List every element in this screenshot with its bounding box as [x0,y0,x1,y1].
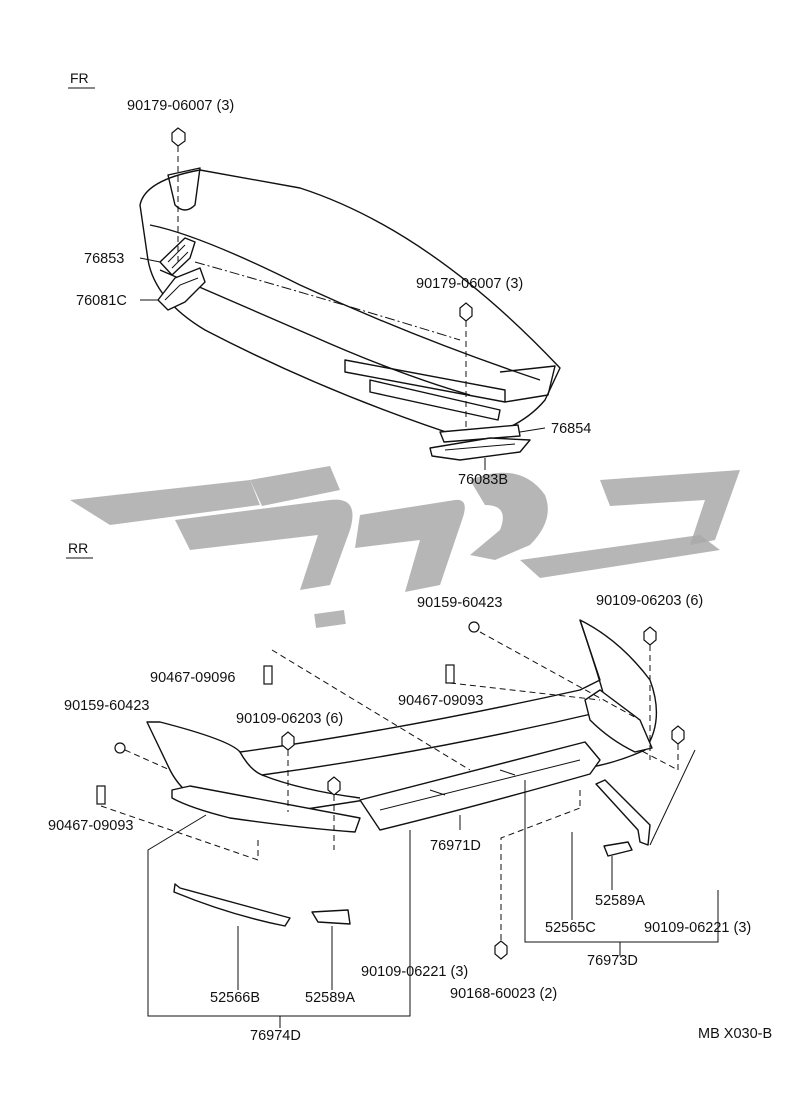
section-fr-label: FR [70,70,89,86]
label-rear-r3: 90467-09096 [150,670,235,686]
label-rear-r11: 90109-06221 (3) [644,920,751,936]
label-rear-r14: 90168-60023 (2) [450,986,557,1002]
rear-bracket-52589a-left [311,909,351,925]
rear-hardware [96,621,685,960]
front-bolt-mid [459,302,473,430]
label-front-bolt-mid: 90179-06007 (3) [416,276,523,292]
label-rear-r4: 90467-09093 [398,693,483,709]
rear-leaders [147,749,719,1028]
label-rear-r8: 76971D [430,838,481,854]
rear-bracket-52589a-right [603,841,633,857]
label-rear-r7: 90467-09093 [48,818,133,834]
leader-76854 [519,427,546,433]
front-retainer-76083b [429,437,531,461]
label-rear-r1: 90159-60423 [417,595,502,611]
rear-reinforcement-76971d [359,741,601,831]
rear-side-trim-76973d [584,689,653,753]
label-rear-r9: 52589A [595,893,645,909]
rear-bracket-52566b [173,883,291,927]
watermark-logo [70,466,740,629]
front-retainer-76081c [157,267,206,311]
rear-assembly-lines [100,631,679,940]
label-rear-r12: 76973D [587,953,638,969]
label-rear-r5: 90159-60423 [64,698,149,714]
label-rear-r15: 52566B [210,990,260,1006]
label-76081c: 76081C [76,293,127,309]
label-rear-r10: 52565C [545,920,596,936]
label-front-bolt-top: 90179-06007 (3) [127,98,234,114]
front-center-line [194,261,461,341]
front-bumper-cover [139,167,561,441]
rear-strip-52565c [595,779,651,846]
label-rear-r17: 76974D [250,1028,301,1044]
label-76854: 76854 [551,421,591,437]
label-76853: 76853 [84,251,124,267]
rear-lower-trim-76974d [171,785,361,833]
front-bolt-top [171,127,186,265]
label-76083b: 76083B [458,472,508,488]
leader-76853 [139,257,161,263]
label-rear-r13: 90109-06221 (3) [361,964,468,980]
section-rr: RR [66,540,93,559]
label-rear-r2: 90109-06203 (6) [596,593,703,609]
label-rear-r16: 52589A [305,990,355,1006]
label-rear-r6: 90109-06203 (6) [236,711,343,727]
footer-code: MB X030-B [698,1026,772,1042]
rear-bumper-cover [146,619,658,819]
section-fr: FR [68,70,95,89]
front-bracket-76854 [439,424,521,443]
section-rr-label: RR [68,540,88,556]
